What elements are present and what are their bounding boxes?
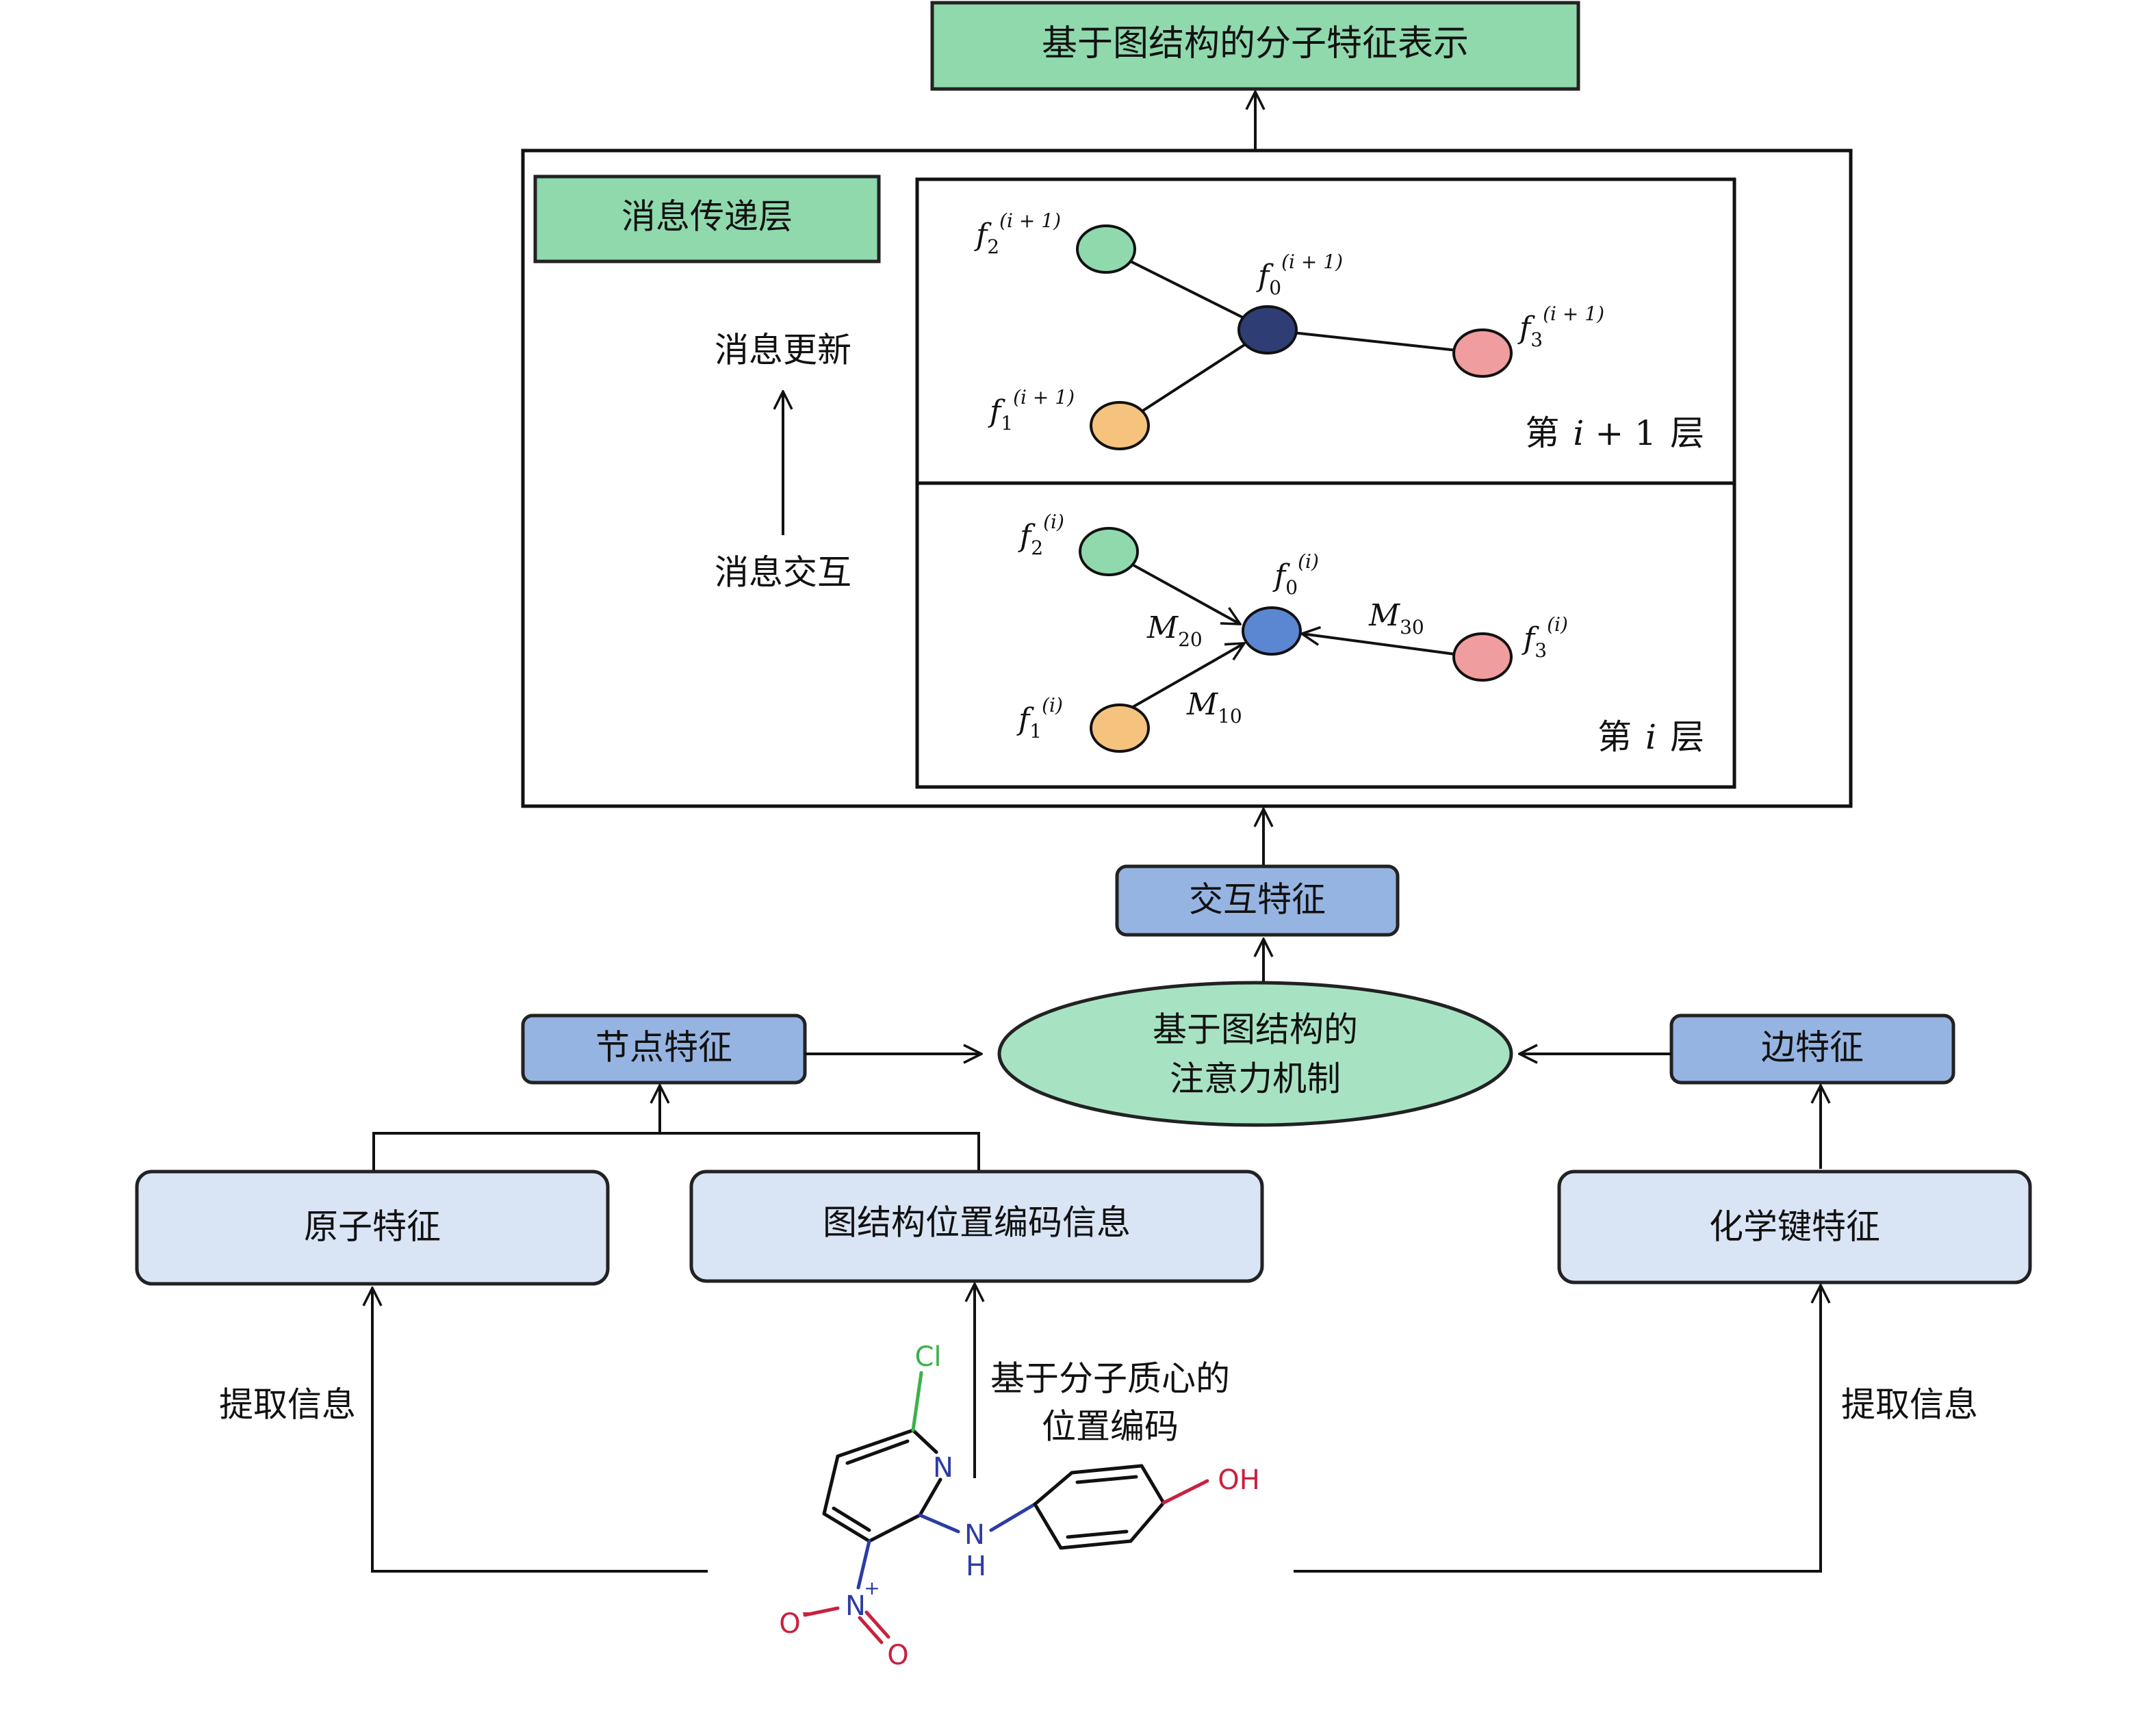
interaction-features-label: 交互特征 xyxy=(1189,880,1326,920)
position-encoding-label: 图结构位置编码信息 xyxy=(823,1203,1131,1243)
bond-features-label: 化学键特征 xyxy=(1709,1207,1880,1247)
atom-n-ring: N xyxy=(933,1452,953,1484)
centroid-encoding-line2: 位置编码 xyxy=(1042,1407,1179,1447)
edge-bottom-f1-f0 xyxy=(1119,643,1244,716)
atom-features-label: 原子特征 xyxy=(304,1207,441,1247)
message-passing-title: 消息传递层 xyxy=(621,197,793,237)
node-bottom-f1 xyxy=(1090,703,1150,753)
atom-n-nh: N xyxy=(964,1519,985,1551)
atom-features-box xyxy=(135,1170,610,1286)
output-title-box xyxy=(930,1,1580,91)
attention-label-line2: 注意力机制 xyxy=(1170,1059,1341,1099)
extract-info-left: 提取信息 xyxy=(219,1385,356,1425)
label-top-f2: f2(i + 1) xyxy=(974,209,1061,258)
attention-label-line1: 基于图结构的 xyxy=(1153,1010,1358,1050)
edge-features-box xyxy=(1669,1014,1955,1085)
message-m30: M30 xyxy=(1368,598,1424,638)
interaction-features-box xyxy=(1115,864,1400,937)
position-encoding-box xyxy=(689,1170,1264,1283)
output-title: 基于图结构的分子特征表示 xyxy=(1042,23,1469,64)
node-bottom-f0 xyxy=(1242,606,1302,656)
extract-info-right: 提取信息 xyxy=(1841,1385,1978,1425)
message-passing-title-box xyxy=(533,175,881,263)
message-m10: M10 xyxy=(1186,687,1242,727)
bond-features-box xyxy=(1557,1170,2032,1284)
atom-n-nitro: N xyxy=(845,1590,866,1622)
label-bottom-f3: f3(i) xyxy=(1522,613,1568,662)
atom-n-plus: + xyxy=(864,1577,880,1599)
message-interaction-label: 消息交互 xyxy=(715,553,851,593)
attention-ellipse xyxy=(997,981,1513,1127)
edge-top-f0-f3 xyxy=(1267,328,1483,354)
label-top-f3: f3(i + 1) xyxy=(1517,302,1604,351)
centroid-encoding-line1: 基于分子质心的 xyxy=(990,1359,1230,1399)
atom-h-nh: H xyxy=(966,1551,986,1582)
node-top-f0 xyxy=(1237,305,1298,354)
label-bottom-f2: f2(i) xyxy=(1018,511,1064,559)
node-bottom-f2 xyxy=(1079,527,1139,576)
atom-o-minus: O xyxy=(779,1608,800,1640)
label-top-f1: f1(i + 1) xyxy=(988,386,1075,435)
node-features-merge-connector xyxy=(372,1132,980,1172)
node-features-box xyxy=(521,1014,807,1085)
node-top-f1 xyxy=(1090,401,1150,450)
message-update-label: 消息更新 xyxy=(715,331,851,370)
edge-bottom-f3-f0 xyxy=(1302,634,1456,656)
label-top-f0: f0(i + 1) xyxy=(1256,250,1343,299)
atom-o-double: O xyxy=(887,1640,908,1671)
node-top-f3 xyxy=(1452,328,1513,378)
atom-oh: OH xyxy=(1218,1464,1260,1496)
molecule-structure xyxy=(803,1371,1209,1644)
molecule-to-bond-connector xyxy=(1294,1285,1821,1573)
message-m20: M20 xyxy=(1146,610,1203,651)
node-features-label: 节点特征 xyxy=(595,1028,732,1068)
atom-cl: Cl xyxy=(914,1341,941,1373)
node-top-f2 xyxy=(1076,224,1136,274)
layer-bottom-panel xyxy=(915,481,1736,789)
node-bottom-f3 xyxy=(1452,632,1513,682)
label-bottom-f0: f0(i) xyxy=(1272,550,1319,599)
message-passing-frame xyxy=(521,149,1853,808)
label-bottom-f1: f1(i) xyxy=(1016,694,1063,743)
molecule-to-atom-connector xyxy=(372,1288,708,1573)
atom-minus: − xyxy=(801,1601,817,1624)
edge-top-f1-f0 xyxy=(1118,328,1269,427)
edge-top-f2-f0 xyxy=(1105,248,1268,331)
edge-features-label: 边特征 xyxy=(1761,1028,1864,1068)
